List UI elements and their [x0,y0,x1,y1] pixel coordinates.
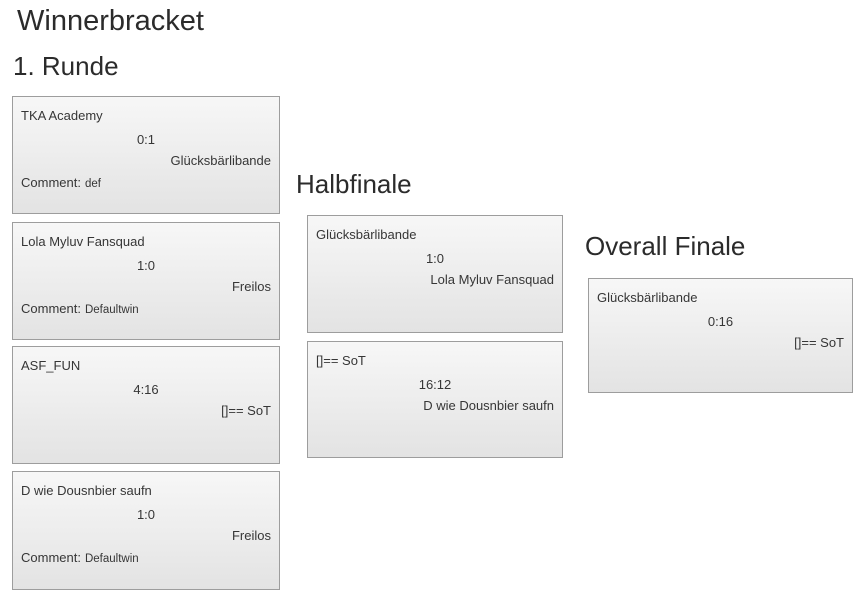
match-score: 16:12 [418,377,452,392]
match-card[interactable]: Lola Myluv Fansquad 1:0 Freilos Comment:… [12,222,280,340]
match-score: 1:0 [136,507,156,522]
team2-name: Glücksbärlibande [170,153,271,168]
match-card[interactable]: Glücksbärlibande 1:0 Lola Myluv Fansquad [307,215,563,333]
match-comment: Comment:def [21,175,271,190]
match-card[interactable]: Glücksbärlibande 0:16 []== SoT [588,278,853,393]
team2-name: Lola Myluv Fansquad [430,272,554,287]
team1-name: Glücksbärlibande [597,290,698,305]
match-comment: Comment:Defaultwin [21,550,271,565]
team2-name: D wie Dousnbier saufn [423,398,554,413]
match-card[interactable]: ASF_FUN 4:16 []== SoT [12,346,280,464]
team1-name: Glücksbärlibande [316,227,417,242]
match-score: 1:0 [136,258,156,273]
round-title-overall-finale: Overall Finale [585,231,746,261]
match-score: 0:16 [707,314,734,329]
match-card[interactable]: []== SoT 16:12 D wie Dousnbier saufn [307,341,563,458]
comment-value: def [84,178,101,190]
comment-label: Comment: [21,301,81,316]
team1-name: ASF_FUN [21,358,81,373]
round-title-halbfinale: Halbfinale [296,169,412,199]
team1-name: []== SoT [316,353,366,368]
comment-label: Comment: [21,550,81,565]
round-title-1-runde: 1. Runde [13,51,119,81]
match-card[interactable]: D wie Dousnbier saufn 1:0 Freilos Commen… [12,471,280,590]
bracket-title: Winnerbracket [17,5,204,37]
team2-name: []== SoT [794,335,844,350]
team2-name: Freilos [231,528,271,543]
match-score: 1:0 [425,251,445,266]
team1-name: Lola Myluv Fansquad [21,234,145,249]
team1-name: TKA Academy [21,108,103,123]
comment-value: Defaultwin [84,553,139,565]
team2-name: []== SoT [221,403,271,418]
comment-label: Comment: [21,175,81,190]
comment-value: Defaultwin [84,304,139,316]
match-score: 0:1 [136,132,156,147]
team2-name: Freilos [231,279,271,294]
match-score: 4:16 [133,382,159,397]
match-card[interactable]: TKA Academy 0:1 Glücksbärlibande Comment… [12,96,280,214]
match-comment: Comment:Defaultwin [21,301,271,316]
team1-name: D wie Dousnbier saufn [21,483,152,498]
